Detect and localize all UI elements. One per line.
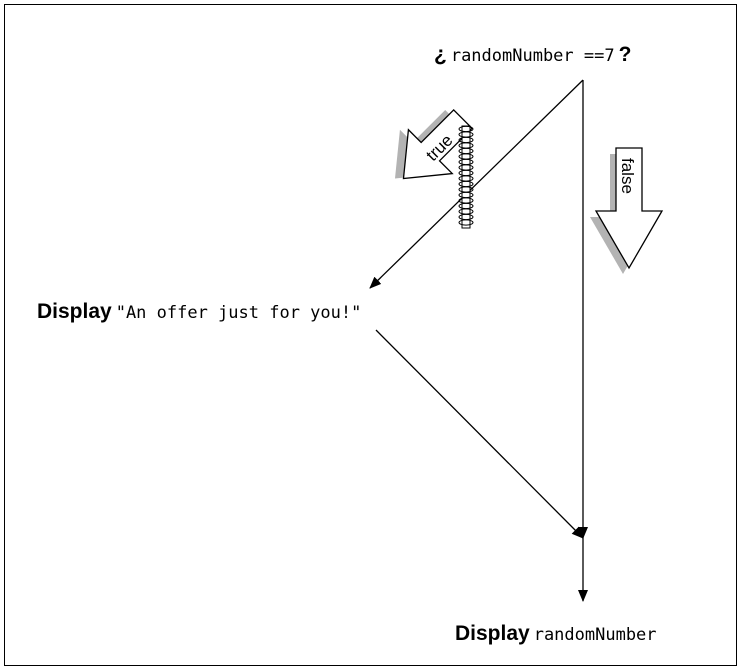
spring-coil [458,125,474,229]
display-offer-step: Display "An offer just for you!" [37,301,361,322]
diagram-frame [4,4,737,666]
condition-close-mark: ? [618,43,632,66]
true-arrow [394,109,473,180]
display-random-number-text: randomNumber [533,625,657,645]
false-arrow-label: false [618,158,637,194]
display-offer-keyword: Display [37,300,112,323]
condition-label: ¿ randomNumber ==7 ? [434,44,631,65]
connector-condition-to-display-offer [369,79,584,289]
condition-expression: randomNumber ==7 [450,46,615,66]
display-random-number-step: Display randomNumber [455,623,657,644]
display-offer-text: "An offer just for you!" [115,303,362,323]
false-arrow [590,147,664,274]
condition-open-mark: ¿ [434,43,447,66]
connector-display-offer-to-merge [375,329,584,539]
display-random-number-keyword: Display [455,622,530,645]
